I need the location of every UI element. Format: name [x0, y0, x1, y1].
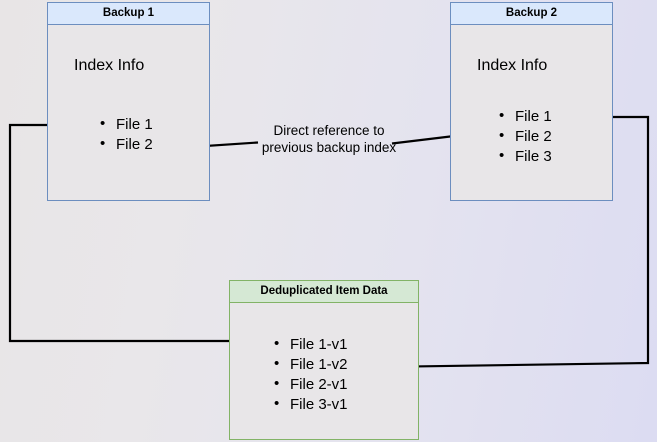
- node-backup-1-body: Index Info File 1 File 2: [48, 25, 209, 200]
- node-backup-2[interactable]: Backup 2 Index Info File 1 File 2 File 3: [450, 2, 613, 201]
- node-deduplicated-item-data[interactable]: Deduplicated Item Data File 1-v1 File 1-…: [229, 280, 419, 440]
- backup-2-file-list: File 1 File 2 File 3: [499, 106, 552, 167]
- dedup-file-list: File 1-v1 File 1-v2 File 2-v1 File 3-v1: [274, 334, 348, 415]
- list-item: File 3-v1: [274, 394, 348, 415]
- edge-label-direct-reference: Direct reference to previous backup inde…: [249, 122, 409, 156]
- list-item: File 2: [100, 134, 153, 155]
- node-backup-2-body: Index Info File 1 File 2 File 3: [451, 25, 612, 200]
- edge-label-line-1: Direct reference to: [273, 123, 385, 138]
- list-item: File 1: [499, 106, 552, 127]
- list-item: File 1: [100, 114, 153, 135]
- list-item: File 2: [499, 126, 552, 147]
- backup-1-index-info-label: Index Info: [74, 57, 145, 74]
- node-dedup-header: Deduplicated Item Data: [230, 281, 418, 303]
- list-item: File 1-v2: [274, 354, 348, 375]
- backup-2-index-info-label: Index Info: [477, 57, 548, 74]
- node-backup-2-header: Backup 2: [451, 3, 612, 25]
- node-backup-1[interactable]: Backup 1 Index Info File 1 File 2: [47, 2, 210, 201]
- node-backup-1-header: Backup 1: [48, 3, 209, 25]
- list-item: File 1-v1: [274, 334, 348, 355]
- list-item: File 2-v1: [274, 374, 348, 395]
- node-dedup-body: File 1-v1 File 1-v2 File 2-v1 File 3-v1: [230, 303, 418, 439]
- list-item: File 3: [499, 146, 552, 167]
- backup-1-file-list: File 1 File 2: [100, 114, 153, 155]
- edge-label-line-2: previous backup index: [261, 140, 397, 155]
